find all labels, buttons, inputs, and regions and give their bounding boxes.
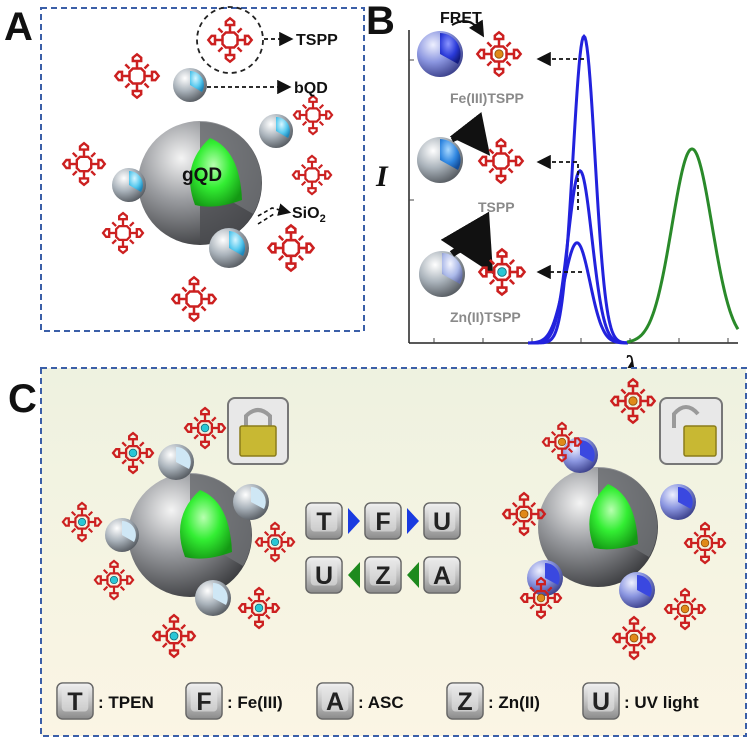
svg-text:T: T	[67, 688, 82, 716]
panel-label-c: C	[8, 377, 37, 421]
svg-text:Z: Z	[457, 688, 472, 716]
left-nanoprobe	[63, 408, 294, 657]
switch-key: U	[305, 556, 343, 594]
svg-text:: TPEN: : TPEN	[98, 693, 154, 712]
fret-label: FRET	[440, 10, 482, 27]
svg-text:F: F	[196, 688, 211, 716]
switch-key: T	[305, 502, 343, 540]
reverse-arrow	[348, 562, 360, 588]
switch-row-1: T F U	[305, 502, 461, 540]
legend-item-tpen: T : TPEN	[56, 682, 154, 720]
sio2-label: SiO2	[292, 205, 326, 225]
legend-item-uv: U : UV light	[582, 682, 699, 720]
gqd-label: gQD	[182, 165, 222, 186]
sio2-arrow-2	[257, 213, 275, 225]
forward-arrow	[348, 508, 360, 534]
zn-tspp-state: Zn(II)TSPP	[419, 211, 525, 325]
reverse-arrow	[407, 562, 419, 588]
switch-row-2: U Z A	[305, 556, 461, 594]
zn-tspp-label: Zn(II)TSPP	[450, 309, 521, 325]
panel-c: T F U U Z A T : TPEN F : Fe(III)	[40, 367, 747, 737]
spectrum-zn-ii-tspp	[528, 241, 629, 345]
panel-label-a: A	[4, 5, 33, 49]
svg-text:: Zn(II): : Zn(II)	[488, 693, 540, 712]
panel-a: TSPP bQD SiO2 gQD	[40, 6, 365, 332]
fe-tspp-label: Fe(III)TSPP	[450, 90, 524, 106]
svg-text:: UV light: : UV light	[624, 693, 699, 712]
svg-text:: ASC: : ASC	[358, 693, 404, 712]
svg-text:T: T	[316, 508, 331, 536]
reagent-legend: T : TPEN F : Fe(III) A : ASC Z : Zn(II) …	[56, 682, 699, 720]
right-nanoprobe	[503, 379, 725, 658]
svg-text:U: U	[592, 688, 610, 716]
gqd-particle	[138, 121, 262, 245]
switch-key: F	[364, 502, 402, 540]
spectrum-gqd	[626, 147, 740, 344]
svg-text:A: A	[433, 562, 451, 590]
y-axis-label: I	[375, 160, 389, 193]
panel-label-b: B	[366, 0, 395, 43]
fret-arrow	[451, 19, 485, 38]
switch-key: U	[423, 502, 461, 540]
spectrum-tspp	[528, 169, 628, 345]
svg-text:A: A	[326, 688, 344, 716]
open-lock-icon	[659, 397, 723, 465]
tspp-state: TSPP	[417, 112, 524, 215]
tspp-label: TSPP	[296, 32, 338, 49]
tspp-leader	[536, 154, 579, 210]
svg-text:U: U	[315, 562, 333, 590]
tspp-highlight-circle	[196, 6, 264, 74]
closed-lock-icon	[227, 397, 289, 465]
switch-key: A	[423, 556, 461, 594]
panel-b: I λ FRET Fe(III)TSPP TSPP Zn(II)TSPP	[375, 10, 740, 383]
fe-tspp-state: FRET Fe(III)TSPP	[417, 10, 524, 106]
svg-text:U: U	[433, 508, 451, 536]
svg-text:Z: Z	[375, 562, 390, 590]
switch-key: Z	[364, 556, 402, 594]
legend-item-zn: Z : Zn(II)	[446, 682, 540, 720]
spectrum-fe-iii-tspp	[528, 33, 628, 345]
svg-text:: Fe(III): : Fe(III)	[227, 693, 283, 712]
legend-item-fe: F : Fe(III)	[185, 682, 283, 720]
tspp-state-label: TSPP	[478, 199, 515, 215]
svg-text:F: F	[375, 508, 390, 536]
bqd-particles	[112, 68, 293, 268]
legend-item-asc: A : ASC	[316, 682, 404, 720]
forward-arrow	[407, 508, 419, 534]
sio2-arrow	[257, 203, 292, 217]
bqd-label: bQD	[294, 80, 328, 97]
spectra	[528, 33, 740, 345]
